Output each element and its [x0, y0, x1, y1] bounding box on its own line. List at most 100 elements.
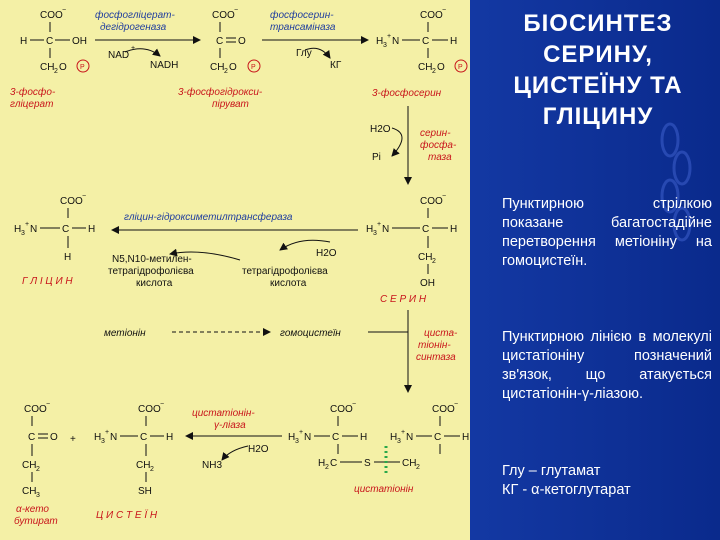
methylene-thf-3: кислота: [136, 278, 173, 289]
svg-text:COO: COO: [432, 404, 455, 415]
nh3-label: NH3: [202, 460, 222, 471]
enzyme-glycine-hydroxymethyltransferase: гліцин-гідроксиметилтрансфераза: [124, 211, 293, 223]
svg-text:3: 3: [295, 438, 299, 445]
methylene-thf-2: тетрагідрофолієва: [108, 265, 194, 277]
label-alpha-ketobutyrate-1: α-кето: [16, 504, 49, 515]
svg-text:H: H: [166, 432, 173, 443]
svg-text:H: H: [88, 224, 95, 235]
svg-text:H: H: [318, 458, 325, 469]
label-glycine: Г Л І Ц И Н: [22, 276, 73, 287]
slide-title: БІОСИНТЕЗ СЕРИНУ, ЦИСТЕЇНУ ТА ГЛІЦИНУ: [478, 8, 718, 132]
svg-text:OH: OH: [420, 278, 435, 289]
svg-text:N: N: [406, 432, 413, 443]
svg-text:+: +: [25, 221, 29, 228]
svg-text:+: +: [299, 429, 303, 436]
label-3-phosphoserine: 3-фосфосерин: [372, 87, 442, 99]
svg-text:SH: SH: [138, 486, 152, 497]
svg-text:O: O: [59, 62, 67, 73]
svg-text:C: C: [216, 36, 223, 47]
note-kg: КГ - α-кетоглутарат: [502, 482, 631, 498]
svg-text:3: 3: [383, 42, 387, 49]
svg-text:−: −: [454, 401, 458, 408]
nadh-label: NADH: [150, 60, 178, 71]
svg-text:H: H: [288, 432, 295, 443]
svg-text:CH: CH: [418, 62, 432, 73]
label-alpha-ketobutyrate-2: бутират: [14, 515, 58, 527]
label-serine: С Е Р И Н: [380, 294, 427, 305]
svg-text:2: 2: [432, 68, 436, 75]
svg-text:P: P: [458, 64, 463, 71]
note-abbreviations: Глу – глутамат КГ - α-кетоглутарат: [502, 462, 712, 500]
svg-text:2: 2: [325, 464, 329, 471]
svg-text:+: +: [131, 45, 135, 52]
glu-label: Глу: [296, 48, 312, 59]
svg-text:CH: CH: [402, 458, 416, 469]
svg-text:2: 2: [54, 68, 58, 75]
svg-text:3: 3: [101, 438, 105, 445]
svg-text:N: N: [392, 36, 399, 47]
svg-text:2: 2: [36, 466, 40, 473]
svg-text:COO: COO: [60, 196, 83, 207]
svg-text:S: S: [364, 458, 371, 469]
svg-text:H: H: [450, 224, 457, 235]
svg-text:+: +: [401, 429, 405, 436]
svg-text:H: H: [14, 224, 21, 235]
phosphate-label: P: [80, 64, 85, 71]
label-methionine: метіонін: [104, 328, 146, 339]
h2o-label-1: H2O: [370, 124, 391, 135]
svg-text:C: C: [422, 36, 429, 47]
label-3-phosphohydroxypyruvate-2: піруват: [212, 99, 249, 110]
svg-text:3: 3: [397, 438, 401, 445]
svg-text:−: −: [62, 7, 66, 14]
enzyme-cystathionine-lyase-1: цистатіонін-: [192, 408, 255, 419]
svg-text:N: N: [382, 224, 389, 235]
pi-label: Pi: [372, 152, 381, 163]
enzyme-phosphoglycerate-dehydrogenase-2: дегідрогеназа: [100, 22, 167, 33]
svg-text:−: −: [46, 401, 50, 408]
svg-text:H: H: [360, 432, 367, 443]
enzyme-phosphoserine-transaminase-1: фосфосерин-: [270, 9, 334, 21]
coo-group: COO: [40, 10, 63, 21]
svg-text:COO: COO: [420, 196, 443, 207]
enzyme-phosphoglycerate-dehydrogenase-1: фосфогліцерат-: [95, 9, 175, 21]
svg-text:P: P: [251, 64, 256, 71]
label-3-phosphohydroxypyruvate-1: 3-фосфогідрокси-: [178, 86, 263, 98]
svg-text:2: 2: [224, 68, 228, 75]
svg-text:C: C: [332, 432, 339, 443]
svg-text:C: C: [422, 224, 429, 235]
svg-text:−: −: [160, 401, 164, 408]
svg-text:COO: COO: [138, 404, 161, 415]
svg-text:COO: COO: [330, 404, 353, 415]
svg-text:+: +: [387, 33, 391, 40]
svg-text:CH: CH: [210, 62, 224, 73]
svg-text:H: H: [64, 252, 71, 263]
svg-text:H: H: [20, 36, 27, 47]
svg-text:H: H: [390, 432, 397, 443]
svg-text:H: H: [376, 36, 383, 47]
enzyme-cystathionine-lyase-2: γ-ліаза: [214, 420, 246, 431]
note-dashed-arrow: Пунктирною стрілкою показане багатостаді…: [502, 196, 712, 269]
svg-text:C: C: [140, 432, 147, 443]
thf-2: кислота: [270, 278, 307, 289]
svg-text:−: −: [352, 401, 356, 408]
svg-text:H: H: [462, 432, 469, 443]
h2o-label-3: H2O: [248, 444, 269, 455]
svg-text:CH: CH: [418, 252, 432, 263]
svg-text:O: O: [50, 432, 58, 443]
label-cystathionine: цистатіонін: [354, 484, 414, 495]
title-line-4: ГЛІЦИНУ: [542, 103, 654, 130]
svg-text:N: N: [304, 432, 311, 443]
enzyme-phosphoserine-transaminase-2: трансаміназа: [270, 22, 336, 33]
title-line-1: БІОСИНТЕЗ: [523, 10, 673, 37]
label-homocysteine: гомоцистеїн: [280, 328, 341, 339]
label-3-phosphoglycerate-1: 3-фосфо-: [10, 86, 56, 98]
svg-text:CH: CH: [40, 62, 54, 73]
svg-text:−: −: [442, 7, 446, 14]
svg-text:O: O: [238, 36, 246, 47]
